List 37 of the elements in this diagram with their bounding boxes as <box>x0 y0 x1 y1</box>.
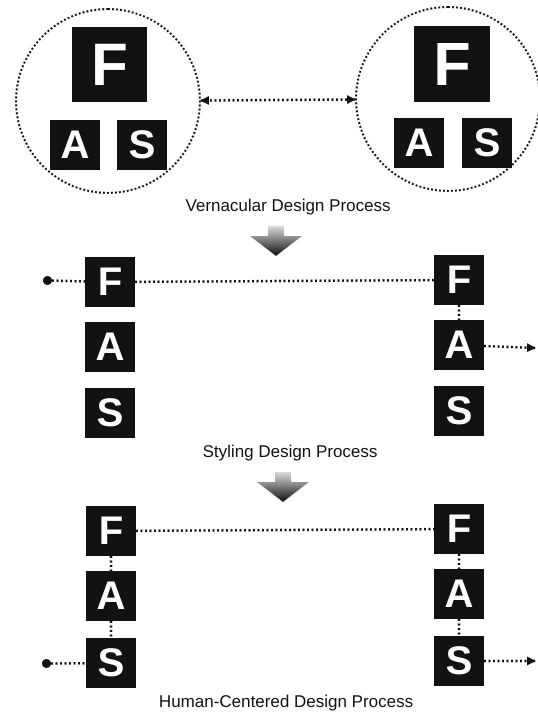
dotted-arrow <box>484 656 536 666</box>
dotted-line <box>458 305 460 320</box>
process-caption: Human-Centered Design Process <box>158 692 414 712</box>
letter-box: A <box>394 118 444 168</box>
letter-box: S <box>434 636 484 686</box>
dotted-line <box>458 554 460 569</box>
dotted-line <box>458 619 460 636</box>
process-caption: Vernacular Design Process <box>185 196 391 216</box>
dotted-line <box>135 278 434 284</box>
letter-box: S <box>434 386 484 436</box>
letter-box: S <box>462 118 512 168</box>
letter-box: A <box>434 569 484 619</box>
letter-box: F <box>434 255 484 305</box>
letter-box: F <box>86 506 136 556</box>
dotted-line <box>52 279 86 283</box>
letter-box: A <box>86 571 136 621</box>
dotted-line <box>110 621 112 638</box>
dotted-line <box>136 528 434 532</box>
letter-box: A <box>50 120 100 170</box>
letter-box: F <box>72 27 147 102</box>
dotted-line <box>51 662 86 665</box>
process-caption: Styling Design Process <box>202 442 378 462</box>
letter-box: F <box>434 504 484 554</box>
dotted-arrow <box>200 95 356 105</box>
letter-box: S <box>85 388 135 438</box>
dotted-line <box>110 556 112 571</box>
letter-box: A <box>434 320 484 370</box>
letter-box: F <box>85 257 135 307</box>
dotted-arrow <box>484 343 536 352</box>
dotted-circle <box>15 8 201 194</box>
letter-box: F <box>414 26 490 102</box>
start-dot <box>42 659 51 668</box>
start-dot <box>43 276 52 285</box>
dotted-circle <box>355 6 538 192</box>
letter-box: S <box>117 120 167 170</box>
letter-box: S <box>86 638 136 688</box>
letter-box: A <box>85 322 135 372</box>
